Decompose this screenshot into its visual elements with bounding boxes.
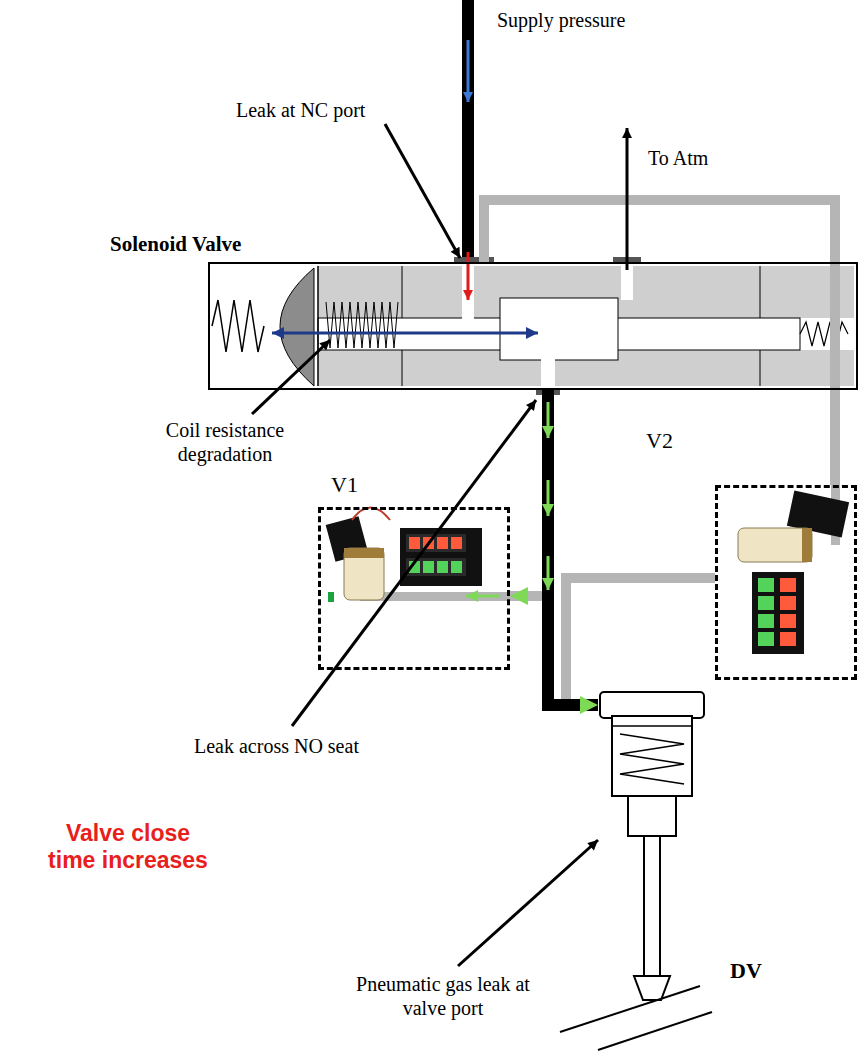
fault-callout: Coil resistance degradation	[150, 418, 300, 467]
sensor-v1-drawing	[344, 548, 384, 600]
flow-arrow	[547, 556, 550, 590]
sensor-v2-drawing	[738, 485, 849, 654]
solenoid-valve-drawing	[402, 350, 403, 386]
sensor-v1-drawing	[326, 508, 510, 603]
diaphragm-valve-drawing	[644, 836, 660, 976]
solenoid-valve-drawing	[280, 268, 314, 386]
sensor-v1-drawing	[409, 561, 462, 573]
solenoid-valve-drawing	[212, 300, 264, 352]
diaphragm-valve-drawing	[634, 976, 670, 1000]
flow-arrow	[467, 252, 470, 300]
leader-line	[458, 840, 598, 966]
supply-pipe	[462, 0, 474, 264]
motion-arrow	[272, 332, 538, 335]
fault-callout: Leak at NC port	[236, 98, 365, 122]
effect-note: Valve close time increases	[40, 820, 216, 874]
solenoid-valve-drawing	[326, 302, 398, 348]
sensor-v1-drawing	[409, 537, 462, 549]
flow-arrow	[466, 595, 500, 598]
flow-arrow	[466, 40, 548, 596]
flow-arrow	[467, 40, 470, 102]
sensor-v2-drawing	[780, 614, 796, 628]
solenoid-valve-drawing	[208, 257, 858, 395]
sensor-v2-drawing	[758, 614, 774, 628]
leader-line	[252, 340, 330, 414]
sensor-label: V2	[646, 428, 673, 454]
sensor-v1-drawing	[451, 537, 462, 549]
diaphragm-valve-drawing	[600, 692, 704, 718]
solenoid-valve-drawing	[402, 266, 403, 318]
solenoid-valve-body: Solenoid Valve	[208, 262, 858, 390]
supply-pipe	[462, 0, 474, 264]
exhaust-label: To Atm	[648, 146, 708, 170]
sensor-v2-drawing	[752, 572, 804, 654]
solenoid-valve-drawing	[760, 266, 761, 318]
solenoid-valve-drawing	[208, 262, 858, 390]
supply-label: Supply pressure	[497, 8, 625, 32]
sensor-v1-drawing	[423, 561, 434, 573]
sensor-v2-drawing	[758, 578, 774, 592]
sensor-v2-drawing	[780, 632, 796, 646]
sensor-v1-drawing	[344, 548, 384, 558]
sensor-box: V2	[715, 485, 857, 680]
leader-line	[385, 124, 460, 258]
leader-line	[252, 124, 627, 966]
fault-callout: Pneumatic gas leak at valve port	[355, 972, 531, 1021]
solenoid-valve-drawing	[541, 358, 555, 388]
leader-line	[626, 128, 629, 270]
sensor-v1-drawing	[437, 561, 448, 573]
flow-arrow	[547, 480, 550, 516]
solenoid-valve-drawing	[800, 322, 848, 346]
valve-label: DV	[730, 958, 762, 984]
leader-line	[292, 400, 536, 726]
solenoid-valve-drawing	[760, 350, 761, 386]
diaphragm-valve-drawing	[560, 692, 712, 1050]
diaphragm-valve: DV	[598, 690, 708, 1000]
pneumatic-line	[548, 390, 598, 705]
pneumatic-line	[566, 578, 715, 705]
sensor-v1-drawing	[451, 561, 462, 573]
solenoid-valve-drawing	[500, 298, 618, 360]
sensor-v2-drawing	[780, 578, 796, 592]
diaphragm-valve-drawing	[628, 796, 676, 836]
diaphragm-valve-drawing	[620, 734, 684, 784]
diaphragm-valve-drawing	[560, 986, 700, 1032]
motion-arrow	[272, 333, 538, 334]
sensor-v1-drawing	[400, 528, 482, 586]
sensor-v2-drawing	[758, 596, 774, 610]
sensor-v1-drawing	[328, 592, 334, 602]
solenoid-valve-drawing	[317, 266, 319, 386]
sensor-box: V1	[318, 507, 510, 670]
sensor-v2-drawing	[758, 578, 774, 646]
sensor-v2-drawing	[758, 632, 774, 646]
sensor-v1-drawing	[406, 534, 466, 552]
sensor-v2-drawing	[738, 528, 812, 562]
sensor-v2-drawing	[780, 578, 796, 646]
diaphragm-valve-drawing	[598, 1012, 712, 1050]
diaphragm-valve-drawing	[612, 725, 692, 727]
sensor-v2-drawing	[802, 528, 812, 562]
sensor-v2-drawing	[780, 596, 796, 610]
sensor-v1-drawing	[437, 537, 448, 549]
diaphragm-valve-drawing	[612, 716, 692, 796]
pneumatic-line	[484, 200, 835, 485]
flow-arrow	[547, 402, 550, 438]
sensor-v1-drawing	[409, 537, 420, 549]
valve-heading: Solenoid Valve	[110, 232, 241, 257]
sensor-label: V1	[331, 472, 358, 498]
fault-callout: Leak across NO seat	[194, 734, 359, 758]
